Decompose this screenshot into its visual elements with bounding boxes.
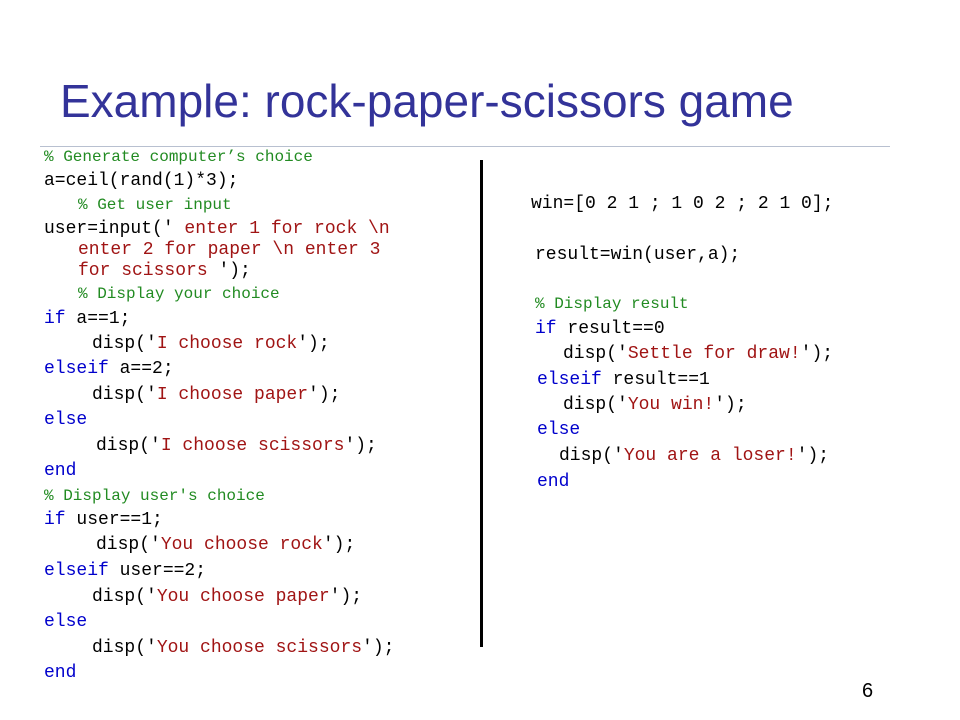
code-text: disp(' [92,385,157,405]
code-text: disp(' [92,638,157,658]
code-line: elseif result==1 [537,370,710,390]
code-line: disp('You choose paper'); [92,587,362,607]
code-string: I choose scissors [160,436,345,456]
code-line: user=input(' enter 1 for rock \n [44,219,390,239]
code-text: '); [322,535,356,555]
code-line: disp('You are a loser!'); [559,446,829,466]
code-text: a==1; [65,309,131,329]
code-line: win=[0 2 1 ; 1 0 2 ; 2 1 0]; [531,194,834,214]
code-keyword: if [535,319,557,339]
code-text: '); [218,261,251,281]
code-text: disp(' [92,587,157,607]
code-comment: % Generate computer’s choice [44,148,313,166]
code-string: for scissors [78,261,219,281]
code-string: enter 2 for paper \n enter 3 [78,240,381,260]
code-comment: % Display result [535,295,689,313]
page-number: 6 [862,680,874,702]
code-keyword: if [44,510,66,530]
code-keyword: end [44,663,77,683]
code-text: '); [800,344,834,364]
code-text: '); [344,436,377,456]
code-text: user=input(' [44,219,174,239]
code-text: disp(' [563,344,628,364]
code-line: elseif user==2; [44,561,206,581]
code-text: disp(' [96,436,161,456]
code-keyword: elseif [537,370,602,390]
code-line: result=win(user,a); [535,245,741,265]
code-string: I choose paper [156,385,309,405]
code-comment: % Get user input [78,196,232,214]
code-text: disp(' [559,446,624,466]
code-text: a==2; [108,359,174,379]
code-line: if user==1; [44,510,163,530]
code-keyword: elseif [44,561,109,581]
code-line: disp('Settle for draw!'); [563,344,833,364]
code-string: enter 1 for rock \n [173,219,390,239]
code-string: You choose rock [160,535,323,555]
code-text: user==1; [65,510,163,530]
code-keyword: else [44,612,88,632]
code-text: '); [362,638,395,658]
code-text: result==1 [601,370,710,390]
code-line: disp('I choose scissors'); [96,436,377,456]
code-text: disp(' [96,535,161,555]
title-underline [40,146,890,147]
code-line: disp('You choose scissors'); [92,638,394,658]
code-comment: % Display your choice [78,285,280,303]
code-keyword: end [44,461,77,481]
code-text: '); [308,385,341,405]
code-keyword: else [44,410,88,430]
code-keyword: else [537,420,581,440]
code-line: disp('I choose rock'); [92,334,330,354]
code-string: You choose paper [156,587,330,607]
code-line: disp('I choose paper'); [92,385,340,405]
code-text: disp(' [92,334,157,354]
code-string: Settle for draw! [627,344,801,364]
code-line: a=ceil(rand(1)*3); [44,171,239,191]
code-line: elseif a==2; [44,359,174,379]
code-line: if a==1; [44,309,130,329]
code-string: You are a loser! [623,446,797,466]
code-keyword: elseif [44,359,109,379]
code-comment: % Display user's choice [44,487,265,505]
code-line: if result==0 [535,319,665,339]
code-text: '); [329,587,363,607]
code-text: '); [714,395,747,415]
code-line: disp('You choose rock'); [96,535,355,555]
code-text: user==2; [108,561,207,581]
code-string: I choose rock [156,334,298,354]
code-string: You win! [627,395,715,415]
code-line: for scissors '); [78,261,251,281]
column-divider [480,160,483,647]
code-text: disp(' [563,395,628,415]
slide-title: Example: rock-paper-scissors game [60,75,794,127]
code-keyword: end [537,472,570,492]
code-keyword: if [44,309,66,329]
code-text: '); [297,334,330,354]
code-line: disp('You win!'); [563,395,747,415]
code-text: '); [796,446,830,466]
code-text: result==0 [556,319,665,339]
code-string: You choose scissors [156,638,363,658]
